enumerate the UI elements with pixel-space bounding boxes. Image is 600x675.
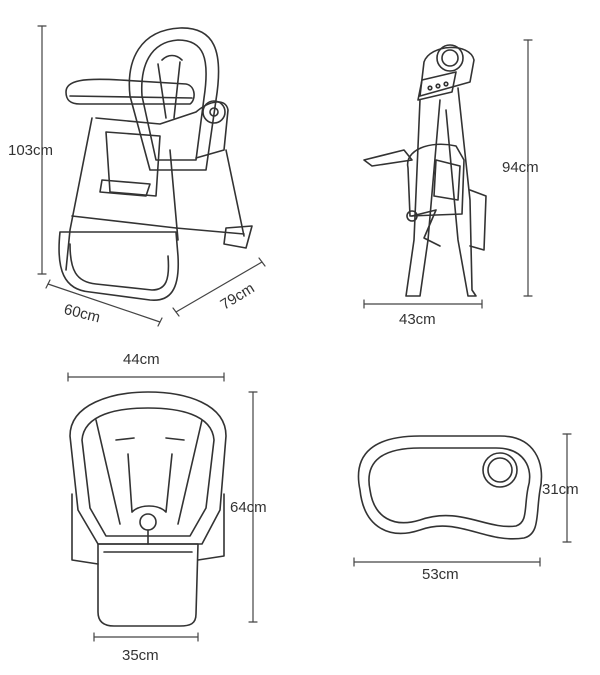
folded-footrest	[469, 189, 487, 251]
button-dot-2	[435, 83, 441, 89]
side-height-label: 94cm	[502, 159, 539, 176]
control-panel	[417, 71, 457, 101]
front-bottom-width-label: 35cm	[122, 647, 159, 664]
three-quarter-height-label: 103cm	[8, 142, 54, 159]
chair-backrest	[128, 27, 220, 171]
folded-frame-main	[405, 99, 441, 297]
tray-rim	[69, 95, 193, 99]
tray-depth-label: 31cm	[542, 481, 579, 498]
front-bottom-width-dimension	[93, 632, 199, 642]
head-slot-left	[115, 437, 135, 441]
front-harness	[127, 453, 173, 513]
front-arm-left	[71, 493, 99, 565]
front-right-leg	[169, 149, 179, 241]
base-inner	[69, 243, 170, 291]
hinge-knob	[202, 100, 226, 124]
front-height-label: 64cm	[230, 499, 267, 516]
side-brace	[411, 209, 441, 247]
tray-width-label: 53cm	[422, 566, 459, 583]
top-handle-ring	[436, 44, 464, 72]
button-dot-3	[443, 81, 449, 87]
rear-leg	[225, 149, 245, 237]
front-backrest-inner	[81, 407, 215, 537]
front-arm-right	[197, 493, 225, 561]
folded-tray-arm	[363, 149, 413, 167]
seat-cushion	[105, 131, 161, 197]
height-dimension	[37, 25, 47, 275]
chair-three-quarter-view	[37, 25, 266, 327]
cross-bar	[71, 215, 177, 229]
depth-dimension	[172, 257, 266, 317]
chair-side-folded-view	[363, 39, 533, 309]
front-seat-box	[97, 543, 199, 627]
tray-outer	[357, 435, 543, 540]
cross-bar-2	[175, 227, 245, 235]
tray-width-dimension	[353, 557, 541, 567]
top-handle-ring-inner	[441, 49, 459, 67]
head-slot-right	[165, 437, 185, 441]
folded-seat-inner	[433, 159, 461, 201]
chair-base	[58, 231, 180, 301]
footrest	[99, 179, 151, 197]
folded-seat-panel	[406, 143, 465, 217]
harness-buckle	[139, 513, 157, 531]
side-height-dimension	[523, 39, 533, 297]
cup-holder-outer	[482, 452, 518, 488]
front-backrest-side-left	[95, 419, 121, 525]
front-top-width-dimension	[67, 372, 225, 382]
folded-frame-rear	[445, 87, 477, 297]
front-top-width-label: 44cm	[123, 351, 160, 368]
side-width-dimension	[363, 299, 483, 309]
chair-front-view	[67, 372, 258, 642]
side-hinge	[406, 210, 418, 222]
harness-straps	[157, 54, 183, 119]
rear-foot	[223, 225, 253, 249]
cup-holder-inner	[487, 457, 513, 483]
front-backrest-outer	[69, 391, 227, 545]
front-left-leg	[65, 117, 93, 271]
width-dimension	[45, 279, 163, 327]
side-width-label: 43cm	[399, 311, 436, 328]
button-dot-1	[427, 85, 433, 91]
tray-top-view	[353, 433, 572, 567]
front-height-dimension	[248, 391, 258, 623]
tray-depth-dimension	[562, 433, 572, 543]
backrest-inner	[140, 39, 207, 161]
front-backrest-side-right	[177, 419, 203, 525]
folded-backrest-top	[419, 46, 475, 97]
tray-inner	[368, 447, 531, 528]
chair-tray	[65, 78, 195, 105]
hinge-knob-inner	[209, 107, 219, 117]
